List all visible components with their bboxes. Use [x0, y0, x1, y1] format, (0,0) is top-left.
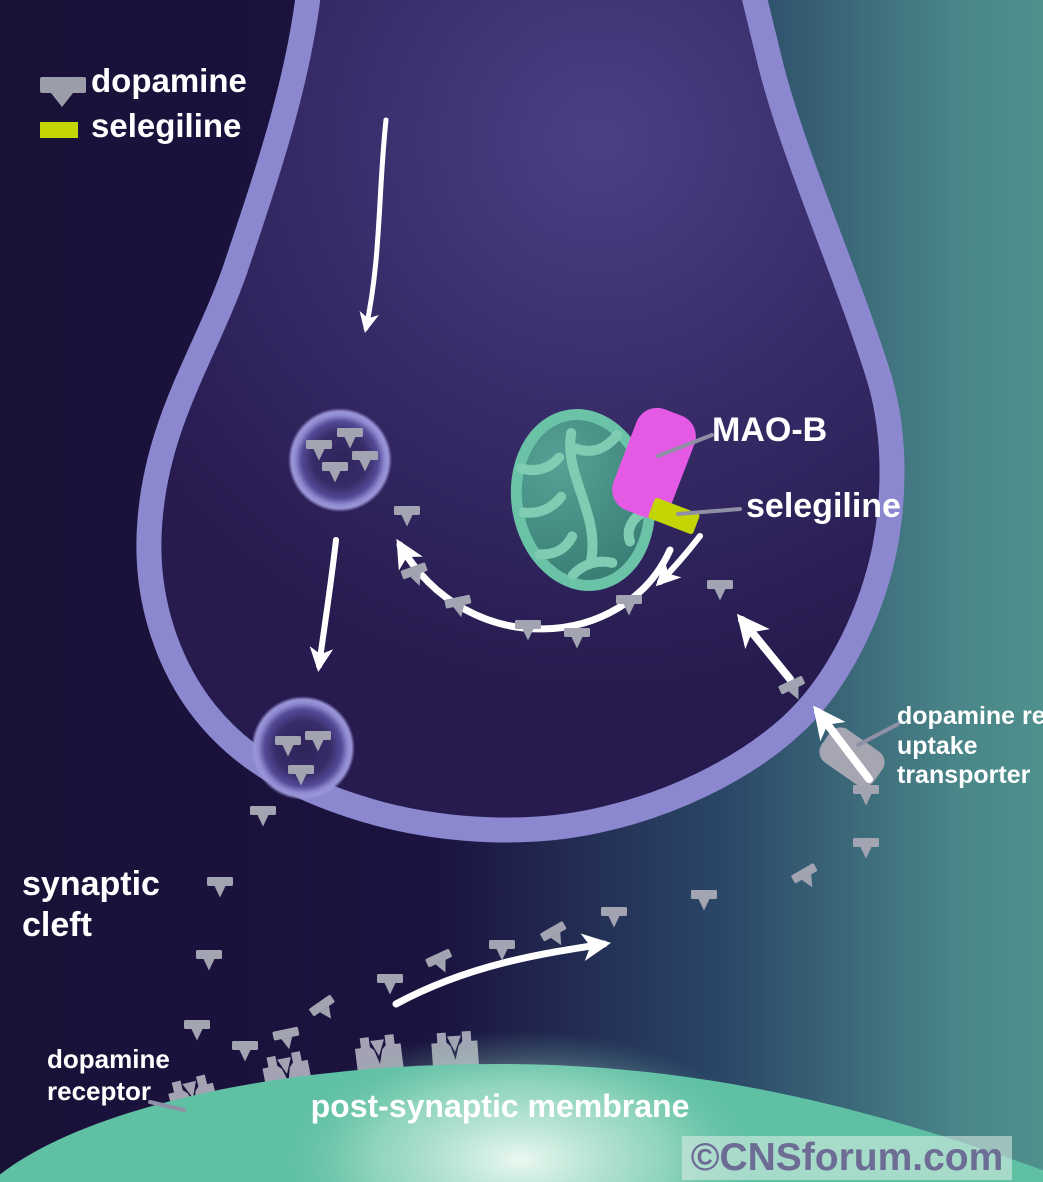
- transporter-pointer-line: [856, 722, 900, 747]
- dopamine-molecule: [377, 974, 403, 995]
- dopamine-molecule: [196, 950, 222, 971]
- arrow-cleft-diffusion: [392, 933, 612, 1008]
- selegiline-band: [648, 498, 700, 534]
- label-reuptake-transporter: dopamine re-uptake transporter: [897, 702, 1043, 789]
- legend-selegiline-icon: [40, 122, 78, 138]
- synaptic-vesicle-fusing: [251, 696, 355, 800]
- legend-label-selegiline: selegiline: [91, 107, 242, 144]
- label-post-synaptic-membrane: post-synaptic membrane: [310, 1088, 690, 1124]
- dopamine-molecule: [250, 806, 276, 827]
- flow-arrows: [309, 117, 873, 1008]
- selegiline-pointer-line: [676, 507, 742, 516]
- arrow-reuptake-1: [736, 613, 794, 683]
- watermark-badge: ©CNSforum.com: [682, 1136, 1012, 1180]
- synaptic-vesicle: [288, 408, 392, 512]
- watermark-text: ©CNSforum.com: [690, 1136, 1004, 1179]
- legend-label-dopamine: dopamine: [91, 62, 247, 99]
- dopamine-molecule: [232, 1041, 258, 1062]
- arrow-release-down: [359, 117, 389, 333]
- dopamine-molecule: [489, 940, 515, 961]
- maob-pointer-line: [656, 433, 714, 458]
- dopamine-molecule: [424, 948, 458, 979]
- label-synaptic-cleft: synaptic cleft: [22, 865, 160, 944]
- arrow-reuptake-2: [813, 705, 873, 783]
- label-dopamine-receptor: dopamine receptor: [47, 1044, 170, 1106]
- dopamine-molecule: [184, 1020, 210, 1041]
- dopamine-molecule: [853, 785, 879, 806]
- presynaptic-terminal: [136, 0, 905, 843]
- legend-dopamine-icon: [40, 77, 86, 107]
- dopamine-molecule: [308, 994, 342, 1027]
- mao-b-enzyme: [612, 407, 696, 519]
- dopamine-molecule: [691, 890, 717, 911]
- label-selegiline: selegiline: [746, 487, 901, 525]
- dopamine-molecule: [790, 862, 824, 894]
- arrow-return-sweep: [396, 538, 674, 633]
- label-mao-b: MAO-B: [712, 411, 828, 449]
- label-pointer-lines: [148, 433, 900, 1112]
- arrow-vesicle-down: [309, 537, 339, 673]
- arrow-bounce-off-selegiline: [655, 533, 703, 587]
- dopamine-molecule: [207, 877, 233, 898]
- dopamine-molecule: [272, 1026, 302, 1052]
- dopamine-molecule: [601, 907, 627, 928]
- dopamine-molecule: [853, 838, 879, 859]
- dome-highlight: [270, 1030, 770, 1182]
- receptor-pointer-line: [148, 1100, 186, 1112]
